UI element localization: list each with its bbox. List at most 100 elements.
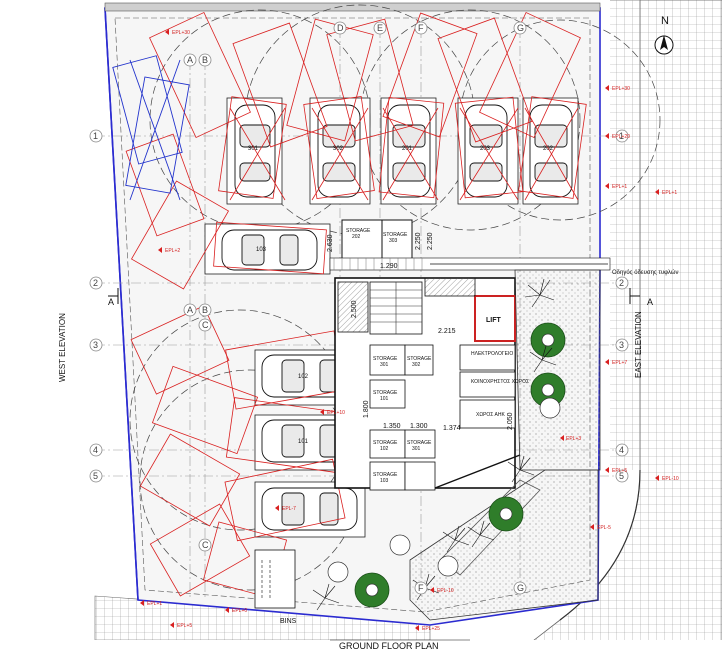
- grid-number-5-right: 5: [619, 471, 624, 481]
- parking-number-102: 102: [298, 374, 309, 380]
- section-mark-right: A: [647, 297, 653, 307]
- dimension-8: 1.350: [383, 423, 401, 430]
- blind-path-note: Οδηγός όδευσης τυφλών: [612, 269, 679, 276]
- level-label-left-5: EPL+5: [177, 623, 192, 629]
- section-markers: [108, 288, 640, 304]
- parking-number-103: 103: [256, 247, 267, 253]
- grid-number-2-left: 2: [93, 278, 98, 288]
- parking-number-302: 302: [333, 146, 344, 152]
- grid-letter-g-bottom: G: [517, 583, 524, 593]
- grid-letter-g-top: G: [517, 23, 524, 33]
- storage-number-8: 103: [380, 478, 389, 484]
- storage-number-3: 301: [380, 362, 389, 368]
- blind-path-guide: [329, 257, 611, 271]
- common-area-label: ΚΟΙΝΟΧΡΗΣΤΟΣ ΧΩΡΟΣ: [471, 379, 529, 385]
- grid-letter-b-mid: B: [202, 305, 208, 315]
- dimension-9: 1.300: [410, 423, 428, 430]
- level-label-right-10: EPL-10: [437, 588, 454, 594]
- building-core: [334, 219, 521, 491]
- dimension-6: 2.500: [351, 300, 358, 318]
- dimension-5: 2.630: [327, 234, 334, 252]
- cars-top: [234, 104, 573, 198]
- level-label-right-1: EPL+30: [612, 86, 630, 92]
- level-label-right-8: EPL-5: [597, 525, 611, 531]
- grid-number-5-left: 5: [93, 471, 98, 481]
- dimension-1: 2.250: [415, 232, 422, 250]
- sidewalk-right: [519, 0, 722, 651]
- level-label-right-9: EPL+3: [566, 436, 581, 442]
- storage-label-2: STORAGE: [383, 232, 408, 238]
- north-label: N: [661, 15, 669, 27]
- bins-area: [254, 549, 296, 609]
- dimension-11: 1.800: [363, 400, 370, 418]
- waste-area-label: ΧΩΡΟΣ ΑΗΚ: [476, 412, 505, 418]
- grid-number-1-right: 1: [619, 131, 624, 141]
- level-label-left-3: EPL+1: [147, 601, 162, 607]
- level-label-left-6: EPL-7: [282, 506, 296, 512]
- storage-number-4: 302: [412, 362, 421, 368]
- level-label-right-4: EPL+1: [662, 190, 677, 196]
- dimension-4: 2.215: [438, 328, 456, 335]
- grid-letter-e: E: [377, 23, 383, 33]
- grid-letter-a-top: A: [187, 55, 193, 65]
- level-label-left-2: EPL+2: [165, 248, 180, 254]
- lift-label: LIFT: [486, 317, 501, 324]
- storage-number-6: 301: [412, 446, 421, 452]
- bins-label: BINS: [280, 618, 297, 625]
- grid-number-1-left: 1: [93, 131, 98, 141]
- level-label-right-6: EPL+5: [612, 468, 627, 474]
- plan-labels: N A A WEST ELEVATION EAST ELEVATION 1 1 …: [58, 15, 679, 651]
- grid-bubbles: [89, 21, 629, 595]
- east-elevation-label: EAST ELEVATION: [634, 311, 643, 378]
- parking-number-301: 301: [248, 146, 259, 152]
- parking-number-101: 101: [298, 439, 309, 445]
- storage-number-5: 101: [380, 396, 389, 402]
- storage-label-1: STORAGE: [346, 228, 371, 234]
- garden-area: [409, 269, 601, 621]
- parking-number-202: 202: [543, 146, 554, 152]
- level-label-left-1: EPL+30: [172, 30, 190, 36]
- grid-letter-f-bottom: F: [418, 583, 424, 593]
- level-label-right-3: EPL+1: [612, 184, 627, 190]
- level-label-left-4: EPL+0: [232, 608, 247, 614]
- west-elevation-label: WEST ELEVATION: [58, 313, 67, 382]
- dimension-7: 1.374: [443, 425, 461, 432]
- level-label-right-7: EPL-10: [662, 476, 679, 482]
- grid-letter-c-mid: C: [202, 320, 209, 330]
- grid-letter-b-top: B: [202, 55, 208, 65]
- grid-number-4-left: 4: [93, 445, 98, 455]
- grid-number-2-right: 2: [619, 278, 624, 288]
- dimension-2: 2.250: [427, 232, 434, 250]
- drawing-title: GROUND FLOOR PLAN: [339, 641, 439, 651]
- parking-number-203: 203: [480, 146, 491, 152]
- storage-label-5: STORAGE: [373, 390, 398, 396]
- storage-label-6: STORAGE: [407, 440, 432, 446]
- grid-letter-d: D: [337, 23, 344, 33]
- grid-number-3-left: 3: [93, 340, 98, 350]
- grid-letter-c-bottom: C: [202, 540, 209, 550]
- level-label-right-5: EPL+7: [612, 360, 627, 366]
- storage-label-7: STORAGE: [373, 440, 398, 446]
- grid-number-4-right: 4: [619, 445, 624, 455]
- grid-letter-f-top: F: [418, 23, 424, 33]
- storage-number-7: 102: [380, 446, 389, 452]
- parking-number-201: 201: [402, 146, 413, 152]
- level-label-left-7: EPL+10: [327, 410, 345, 416]
- storage-label-4: STORAGE: [407, 356, 432, 362]
- dimension-3: 1.290: [380, 263, 398, 270]
- grid-letter-a-mid: A: [187, 305, 193, 315]
- storage-number-1: 202: [352, 234, 361, 240]
- trees: [312, 278, 566, 611]
- electrical-room-label: ΗΛΕΚΤΡΟΛΟΓΕΙΟ: [471, 351, 513, 357]
- level-markers: [140, 29, 659, 631]
- dimension-10: 2.050: [507, 412, 514, 430]
- level-label-left-8: EPL+25: [422, 626, 440, 632]
- section-mark-left: A: [108, 297, 114, 307]
- storage-number-2: 303: [389, 238, 398, 244]
- storage-label-8: STORAGE: [373, 472, 398, 478]
- storage-label-3: STORAGE: [373, 356, 398, 362]
- grid-number-3-right: 3: [619, 340, 624, 350]
- north-arrow-icon: [654, 35, 674, 55]
- blue-maneuver-overlay: [112, 55, 190, 201]
